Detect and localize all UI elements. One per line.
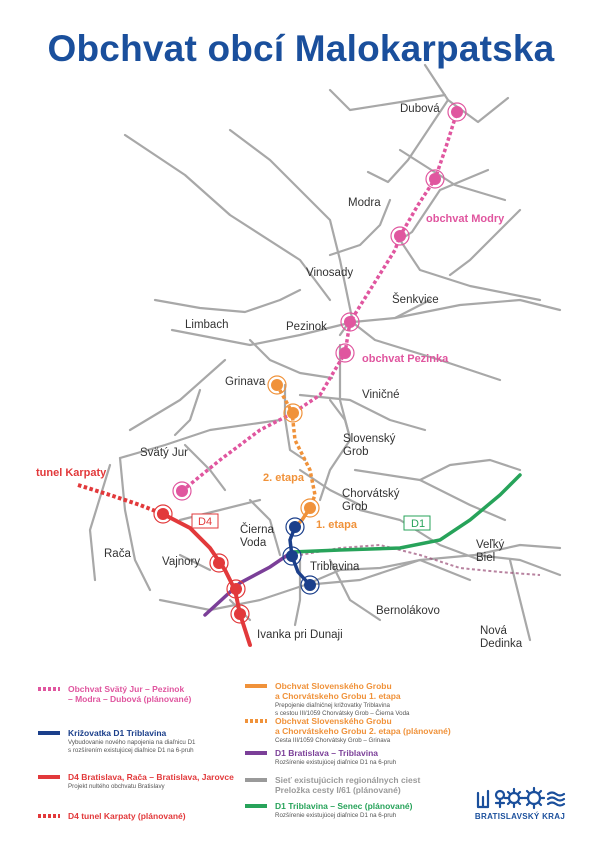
- d4-road-sign: D4: [191, 513, 219, 529]
- legend-swatch-orange: [245, 684, 267, 688]
- legend-title-orange: Obchvat Slovenského Grobu a Chorvátskeho…: [275, 681, 401, 701]
- town-label-line: Nová: [480, 625, 507, 637]
- town-dubova: Dubová: [400, 103, 440, 115]
- town-ivanka: Ivanka pri Dunaji: [257, 629, 343, 641]
- junction-marker: [172, 102, 467, 501]
- page-title: Obchvat obcí Malokarpatska: [47, 28, 555, 69]
- legend-desc-orange: Prepojenie diaľničnej križovatky Triblav…: [275, 702, 410, 717]
- legend-desc-red: Projekt nultého obchvatu Bratislavy: [68, 783, 165, 790]
- legend-title-grey: Sieť existujúcich regionálnych ciest Pre…: [275, 775, 421, 795]
- junction-marker: [267, 375, 320, 518]
- town-limbach: Limbach: [185, 319, 228, 331]
- legend-swatch-orange-dotted: [245, 719, 267, 723]
- junction-marker: [153, 504, 250, 624]
- town-label-line: Grob: [343, 446, 369, 458]
- town-bernolakovo: Bernolákovo: [376, 605, 440, 617]
- label-obchvat-modry: obchvat Modry: [426, 213, 505, 225]
- town-label-line: Veľký: [476, 539, 505, 551]
- town-senkvice: Šenkvice: [392, 293, 439, 306]
- label-etapa2: 2. etapa: [263, 472, 305, 484]
- legend-title-green: D1 Triblavina – Senec (plánované): [275, 801, 413, 811]
- town-vajnory: Vajnory: [162, 556, 200, 568]
- legend-swatch-red-dotted: [38, 814, 60, 818]
- legend-desc-green: Rozšírenie existujúcej diaľnice D1 na 6-…: [275, 812, 397, 819]
- label-etapa1: 1. etapa: [316, 519, 358, 531]
- legend-title-red: D4 Bratislava, Rača – Bratislava, Jarovc…: [68, 772, 234, 782]
- bratislava-region-logo: BRATISLAVSKÝ KRAJ: [470, 785, 570, 825]
- route-d1-bratislava: [203, 550, 294, 617]
- town-svaty-jur: Svätý Jur: [140, 447, 188, 459]
- label-obchvat-pezinka: obchvat Pezinka: [362, 353, 449, 365]
- town-triblavina: Triblavina: [310, 561, 360, 573]
- legend-swatch-pink: [38, 687, 60, 691]
- town-label-line: Slovenský: [343, 433, 396, 445]
- legend: Obchvat Svätý Jur – Pezinok – Modra – Du…: [0, 670, 602, 850]
- d1-road-sign: D1: [403, 515, 431, 531]
- town-grinava: Grinava: [225, 376, 266, 388]
- legend-desc-purple: Rozšírenie existujúcej diaľnice D1 na 6-…: [275, 759, 397, 766]
- legend-title-purple: D1 Bratislava – Triblavina: [275, 748, 378, 758]
- legend-swatch-green: [245, 804, 267, 808]
- legend-desc-navy: Vybudovanie nového napojenia na diaľnicu…: [68, 739, 196, 754]
- legend-swatch-navy: [38, 731, 60, 735]
- town-vinicne: Viničné: [362, 389, 400, 401]
- junction-marker: [282, 517, 320, 595]
- town-modra: Modra: [348, 197, 381, 209]
- junction-markers: [153, 102, 467, 624]
- d1-sign-label: D1: [411, 518, 425, 530]
- town-label-line: Čierna: [240, 523, 274, 536]
- route-grob-etapa2: [275, 384, 317, 509]
- town-label-line: Dedinka: [480, 638, 523, 650]
- route-i61-planned: [299, 543, 541, 576]
- legend-title-orange-dotted: Obchvat Slovenského Grobu a Chorvátskeho…: [275, 716, 451, 736]
- legend-title-pink: Obchvat Svätý Jur – Pezinok – Modra – Du…: [68, 684, 192, 704]
- legend-swatch-red: [38, 775, 60, 779]
- town-label-line: Grob: [342, 501, 368, 513]
- town-raca: Rača: [104, 548, 131, 560]
- map: Dubová Modra Vinosady Šenkvice Limbach P…: [36, 63, 562, 650]
- logo-text: BRATISLAVSKÝ KRAJ: [474, 812, 566, 821]
- route-d1-senec: [290, 473, 522, 554]
- d4-sign-label: D4: [198, 516, 212, 528]
- legend-title-navy: Križovatka D1 Triblavina: [68, 728, 167, 738]
- label-tunel: tunel Karpaty: [36, 467, 107, 479]
- route-d4-tunel: [77, 483, 164, 516]
- regional-roads: [88, 63, 562, 642]
- legend-desc-orange-dotted: Cesta III/1059 Chorvátsky Grob – Grinava: [275, 737, 391, 744]
- legend-swatch-grey: [245, 778, 267, 782]
- legend-swatch-purple: [245, 751, 267, 755]
- town-label-line: Chorvátský: [342, 488, 400, 500]
- town-pezinok: Pezinok: [286, 321, 327, 333]
- town-vinosady: Vinosady: [306, 267, 353, 279]
- legend-title-red-dotted: D4 tunel Karpaty (plánované): [68, 811, 186, 821]
- town-label-line: Biel: [476, 552, 495, 564]
- town-label-line: Voda: [240, 537, 267, 549]
- bratislava-region-logo-icon: [476, 786, 566, 810]
